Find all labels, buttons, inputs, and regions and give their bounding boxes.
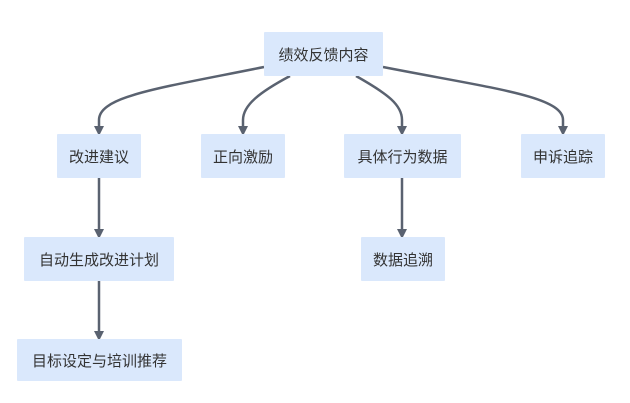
node-auto-improvement-plan: 自动生成改进计划 xyxy=(24,237,174,281)
edge-root-behavior xyxy=(355,74,407,136)
edge-root-positive xyxy=(238,74,291,136)
edge-root-improve xyxy=(94,65,265,136)
node-appeal-tracking: 申诉追踪 xyxy=(521,134,605,178)
node-data-traceback: 数据追溯 xyxy=(361,237,445,281)
node-improvement-suggestion: 改进建议 xyxy=(57,134,141,178)
node-positive-incentive: 正向激励 xyxy=(201,134,285,178)
node-goal-training: 目标设定与培训推荐 xyxy=(17,339,182,381)
node-behavior-data: 具体行为数据 xyxy=(344,134,461,178)
edge-root-appeal xyxy=(382,65,568,136)
node-feedback-content: 绩效反馈内容 xyxy=(264,32,383,76)
